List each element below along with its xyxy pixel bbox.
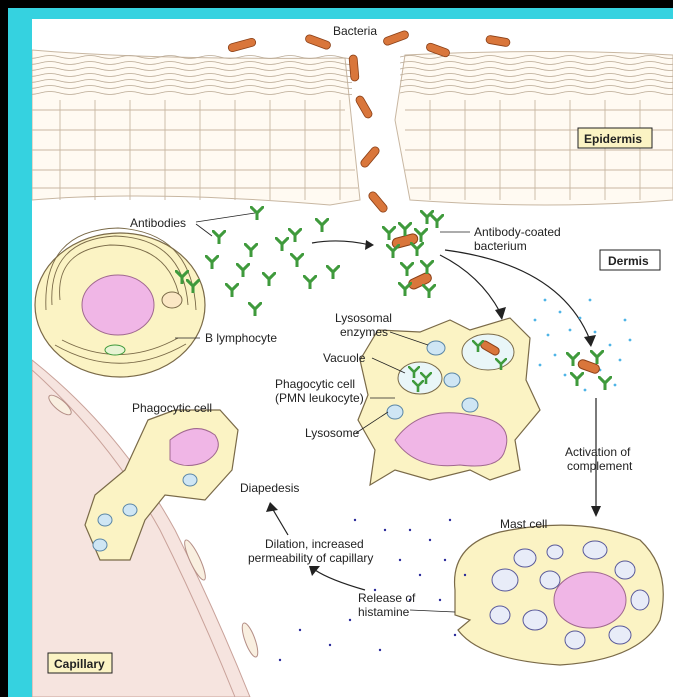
bacterium-6 [349, 55, 359, 82]
arrow-to-coated [312, 241, 370, 245]
golgi [105, 345, 125, 355]
pmn-phagocytic-cell [358, 318, 540, 485]
antibodies-label: Antibodies [130, 216, 186, 230]
arrow-head-2 [495, 307, 506, 320]
arrow-head-1 [365, 240, 374, 250]
dermis-label: Dermis [608, 254, 649, 268]
diagram-panel: Epidermis Bacteria Antibodies [32, 19, 673, 697]
lysosome-3 [387, 405, 403, 419]
lysosome-2 [444, 373, 460, 387]
lysosomal-label-1: Lysosomal [335, 311, 392, 325]
b-lymphocyte-label: B lymphocyte [205, 331, 277, 345]
complement-dots [534, 299, 632, 392]
antibody-coated-bacterium-2 [399, 261, 435, 298]
lysosome-4 [462, 398, 478, 412]
arrow-to-diapedesis [272, 508, 288, 535]
mitochondrion [162, 292, 182, 308]
lysosome-label: Lysosome [305, 426, 360, 440]
bacterium-2 [304, 34, 331, 50]
lysosomal-label-2: enzymes [340, 325, 388, 339]
complement-bacterium [567, 351, 611, 390]
arrow-head-5 [266, 502, 278, 512]
arrow-head-6 [309, 566, 320, 576]
arrow-to-phagocyte [440, 255, 500, 312]
arrow-head-3 [584, 335, 596, 347]
bacterium-3 [382, 30, 409, 46]
antibody-coated-label-2: bacterium [474, 239, 527, 253]
phagocytic-cell-label: Phagocytic cell [132, 401, 212, 415]
mast-cell-label: Mast cell [500, 517, 547, 531]
diapedesis-label: Diapedesis [240, 481, 299, 495]
activation-label-2: complement [567, 459, 633, 473]
antibody-coated-bacterium [383, 211, 443, 258]
release-label-1: Release of [358, 591, 416, 605]
bacterium-1 [227, 38, 256, 53]
lysosome-1 [427, 341, 445, 355]
release-label-2: histamine [358, 605, 410, 619]
vacuole-label: Vacuole [323, 351, 366, 365]
activation-label-1: Activation of [565, 445, 631, 459]
epidermis-label: Epidermis [584, 132, 642, 146]
arrow-to-dilation [315, 570, 365, 590]
capillary-label: Capillary [54, 657, 105, 671]
dilation-label-2: permeability of capillary [248, 551, 373, 565]
b-lymphocyte-nucleus [82, 275, 154, 335]
b-lymphocyte-cell [35, 228, 205, 377]
bacterium-8 [359, 145, 381, 169]
antibody-coated-label-1: Antibody-coated [474, 225, 561, 239]
antibody-cluster [185, 207, 339, 316]
endothelial-cell-3 [239, 621, 261, 658]
bacterium-5 [485, 35, 510, 47]
phagocytic-pmn-label-2: (PMN leukocyte) [275, 391, 364, 405]
diagram-canvas: Epidermis Bacteria Antibodies [32, 19, 673, 697]
dilation-label-1: Dilation, increased [265, 537, 364, 551]
arrow-head-4 [591, 506, 601, 517]
bacteria-label: Bacteria [333, 24, 377, 38]
mast-cell [455, 525, 664, 665]
bacterium-9 [367, 190, 389, 214]
bacterium-7 [355, 95, 374, 120]
release-leader [410, 610, 455, 612]
phagocytic-pmn-label-1: Phagocytic cell [275, 377, 355, 391]
